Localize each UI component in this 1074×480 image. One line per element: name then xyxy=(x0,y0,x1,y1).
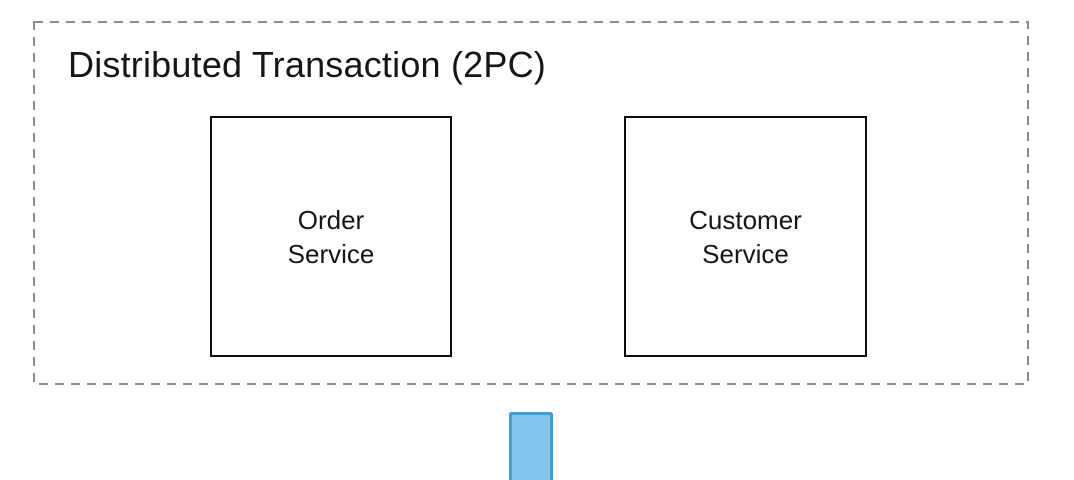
node-label-order-service: Order Service xyxy=(287,204,375,269)
node-order-service: Order Service xyxy=(210,116,452,357)
node-customer-service: Customer Service xyxy=(624,116,867,357)
arrow-shaft-rect xyxy=(509,412,553,480)
node-label-customer-service: Customer Service xyxy=(689,204,802,269)
dashed-border-rect xyxy=(33,21,1029,385)
dashed-border xyxy=(33,21,1029,385)
diagram-title: Distributed Transaction (2PC) xyxy=(68,44,546,85)
flow-down-arrow-shaft xyxy=(509,412,553,480)
flow-down-arrow-icon xyxy=(509,412,553,480)
transaction-boundary-group: Distributed Transaction (2PC) xyxy=(33,21,1029,385)
